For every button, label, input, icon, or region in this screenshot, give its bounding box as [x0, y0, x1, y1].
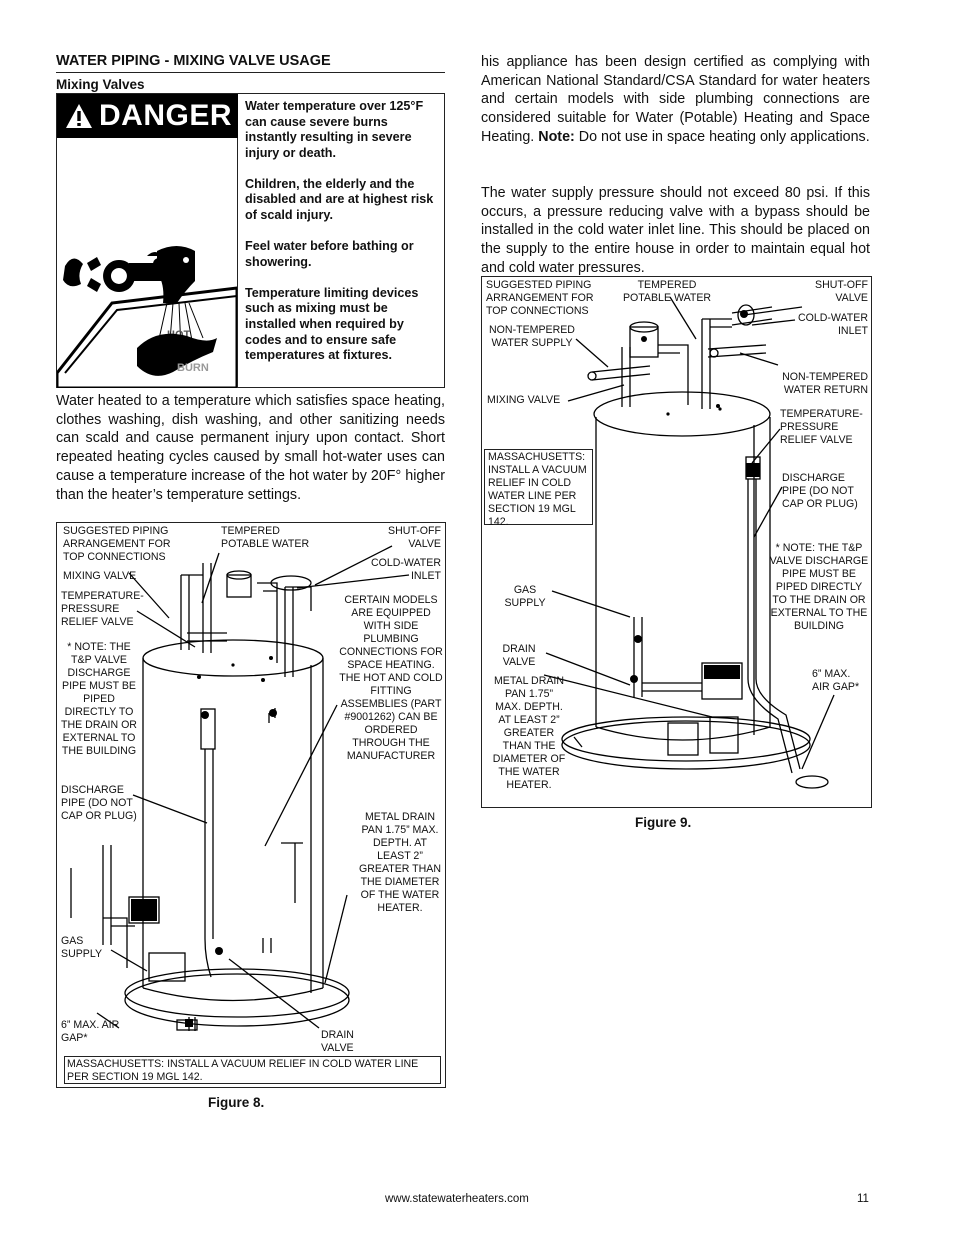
body-paragraph-pressure: The water supply pressure should not exc… — [481, 185, 870, 276]
fig8-label-gas: GAS SUPPLY — [61, 935, 103, 960]
certification-text: his appliance has been design certified … — [481, 54, 870, 145]
fig9-label-metaldrain: METAL DRAIN PAN 1.75” MAX. DEPTH. AT LEA… — [492, 675, 566, 791]
fig9-label-nontempsupply: NON-TEMPERED WATER SUPPLY — [489, 324, 575, 349]
danger-paragraph: Feel water before bathing or showering. — [245, 239, 414, 269]
note-text: Do not use in space heating only applica… — [578, 128, 870, 145]
fig9-label-note: * NOTE: THE T&P VALVE DISCHARGE PIPE MUS… — [769, 542, 869, 632]
fig8-label-note: * NOTE: THE T&P VALVE DISCHARGE PIPE MUS… — [61, 641, 137, 757]
fig8-label-mixing: MIXING VALVE — [63, 570, 137, 582]
water-heater-illustration — [543, 296, 835, 789]
fig8-label-tempered: TEMPERED POTABLE WATER — [221, 525, 310, 550]
danger-paragraph: Water temperature over 125°F can cause s… — [245, 99, 424, 160]
footer-url: www.statewaterheaters.com — [385, 1193, 529, 1205]
sub-heading: Mixing Valves — [56, 77, 145, 92]
fig9-massachusetts-note: MASSACHUSETTS: INSTALL A VACUUM RELIEF I… — [484, 449, 593, 528]
fig9-label-shutoff: SHUT-OFF VALVE — [815, 279, 868, 304]
fig9-label-coldwater: COLD-WATER INLET — [797, 312, 868, 337]
fig8-label-tpvalve: TEMPERATURE-PRESSURE RELIEF VALVE — [61, 590, 144, 628]
fig9-label-tempered: TEMPERED POTABLE WATER — [622, 279, 712, 304]
fig8-label-certain: CERTAIN MODELS ARE EQUIPPED WITH SIDE PL… — [339, 594, 443, 762]
fig8-label-discharge: DISCHARGE PIPE (DO NOT CAP OR PLUG) — [61, 784, 137, 822]
danger-paragraph: Temperature limiting devices such as mix… — [245, 285, 419, 363]
fig9-label-airgap: 6” MAX. AIR GAP* — [812, 668, 860, 693]
fig9-label-gas: GAS SUPPLY — [504, 584, 546, 609]
page-number: 11 — [857, 1193, 869, 1205]
scald-hazard-illustration: HOT BURN — [55, 138, 239, 390]
danger-label: DANGER — [99, 99, 233, 132]
fig8-massachusetts-note: MASSACHUSETTS: INSTALL A VACUUM RELIEF I… — [64, 1056, 441, 1084]
fig9-label-drainvalve: DRAIN VALVE — [502, 643, 536, 668]
fig8-label-airgap: 6” MAX. AIR GAP* — [61, 1019, 120, 1044]
body-paragraph-left: Water heated to a temperature which sati… — [56, 393, 445, 503]
danger-warning-box: DANGER — [55, 93, 445, 390]
fig9-label-nontempreturn: NON-TEMPERED WATER RETURN — [782, 371, 868, 396]
hot-water-faucet-icon: HOT BURN — [55, 246, 239, 390]
fig9-label-tpvalve: TEMPERATURE-PRESSURE RELIEF VALVE — [780, 408, 863, 446]
fig9-label-mixing: MIXING VALVE — [487, 394, 561, 406]
fig9-label-suggested: SUGGESTED PIPING ARRANGEMENT FOR TOP CON… — [486, 279, 594, 317]
figure-9-caption: Figure 9. — [635, 815, 692, 830]
fig8-label-drainvalve: DRAIN VALVE — [321, 1029, 354, 1054]
fig8-label-shutoff: SHUT-OFF VALVE — [388, 525, 441, 550]
danger-text: Water temperature over 125°F can cause s… — [245, 99, 441, 379]
warning-triangle-icon — [66, 104, 92, 128]
figure-8-diagram: SUGGESTED PIPING ARRANGEMENT FOR TOP CON… — [56, 522, 446, 1088]
note-label: Note: — [538, 128, 575, 145]
figure-9-diagram: SUGGESTED PIPING ARRANGEMENT FOR TOP CON… — [481, 276, 872, 808]
illus-burn-text: BURN — [177, 362, 209, 374]
fig9-label-discharge: DISCHARGE PIPE (DO NOT CAP OR PLUG) — [782, 472, 858, 510]
danger-paragraph: Children, the elderly and the disabled a… — [245, 176, 434, 223]
water-heater-illustration — [70, 545, 410, 1031]
fig8-label-metaldrain: METAL DRAIN PAN 1.75” MAX. DEPTH. AT LEA… — [358, 811, 441, 914]
fig8-label-suggested: SUGGESTED PIPING ARRANGEMENT FOR TOP CON… — [63, 525, 171, 563]
section-heading: WATER PIPING - MIXING VALVE USAGE — [56, 53, 445, 73]
danger-banner: DANGER — [57, 94, 238, 138]
body-paragraph-certification: his appliance has been design certified … — [481, 53, 870, 147]
figure-8-caption: Figure 8. — [208, 1095, 265, 1110]
fig8-label-coldwater: COLD-WATER INLET — [370, 557, 441, 582]
